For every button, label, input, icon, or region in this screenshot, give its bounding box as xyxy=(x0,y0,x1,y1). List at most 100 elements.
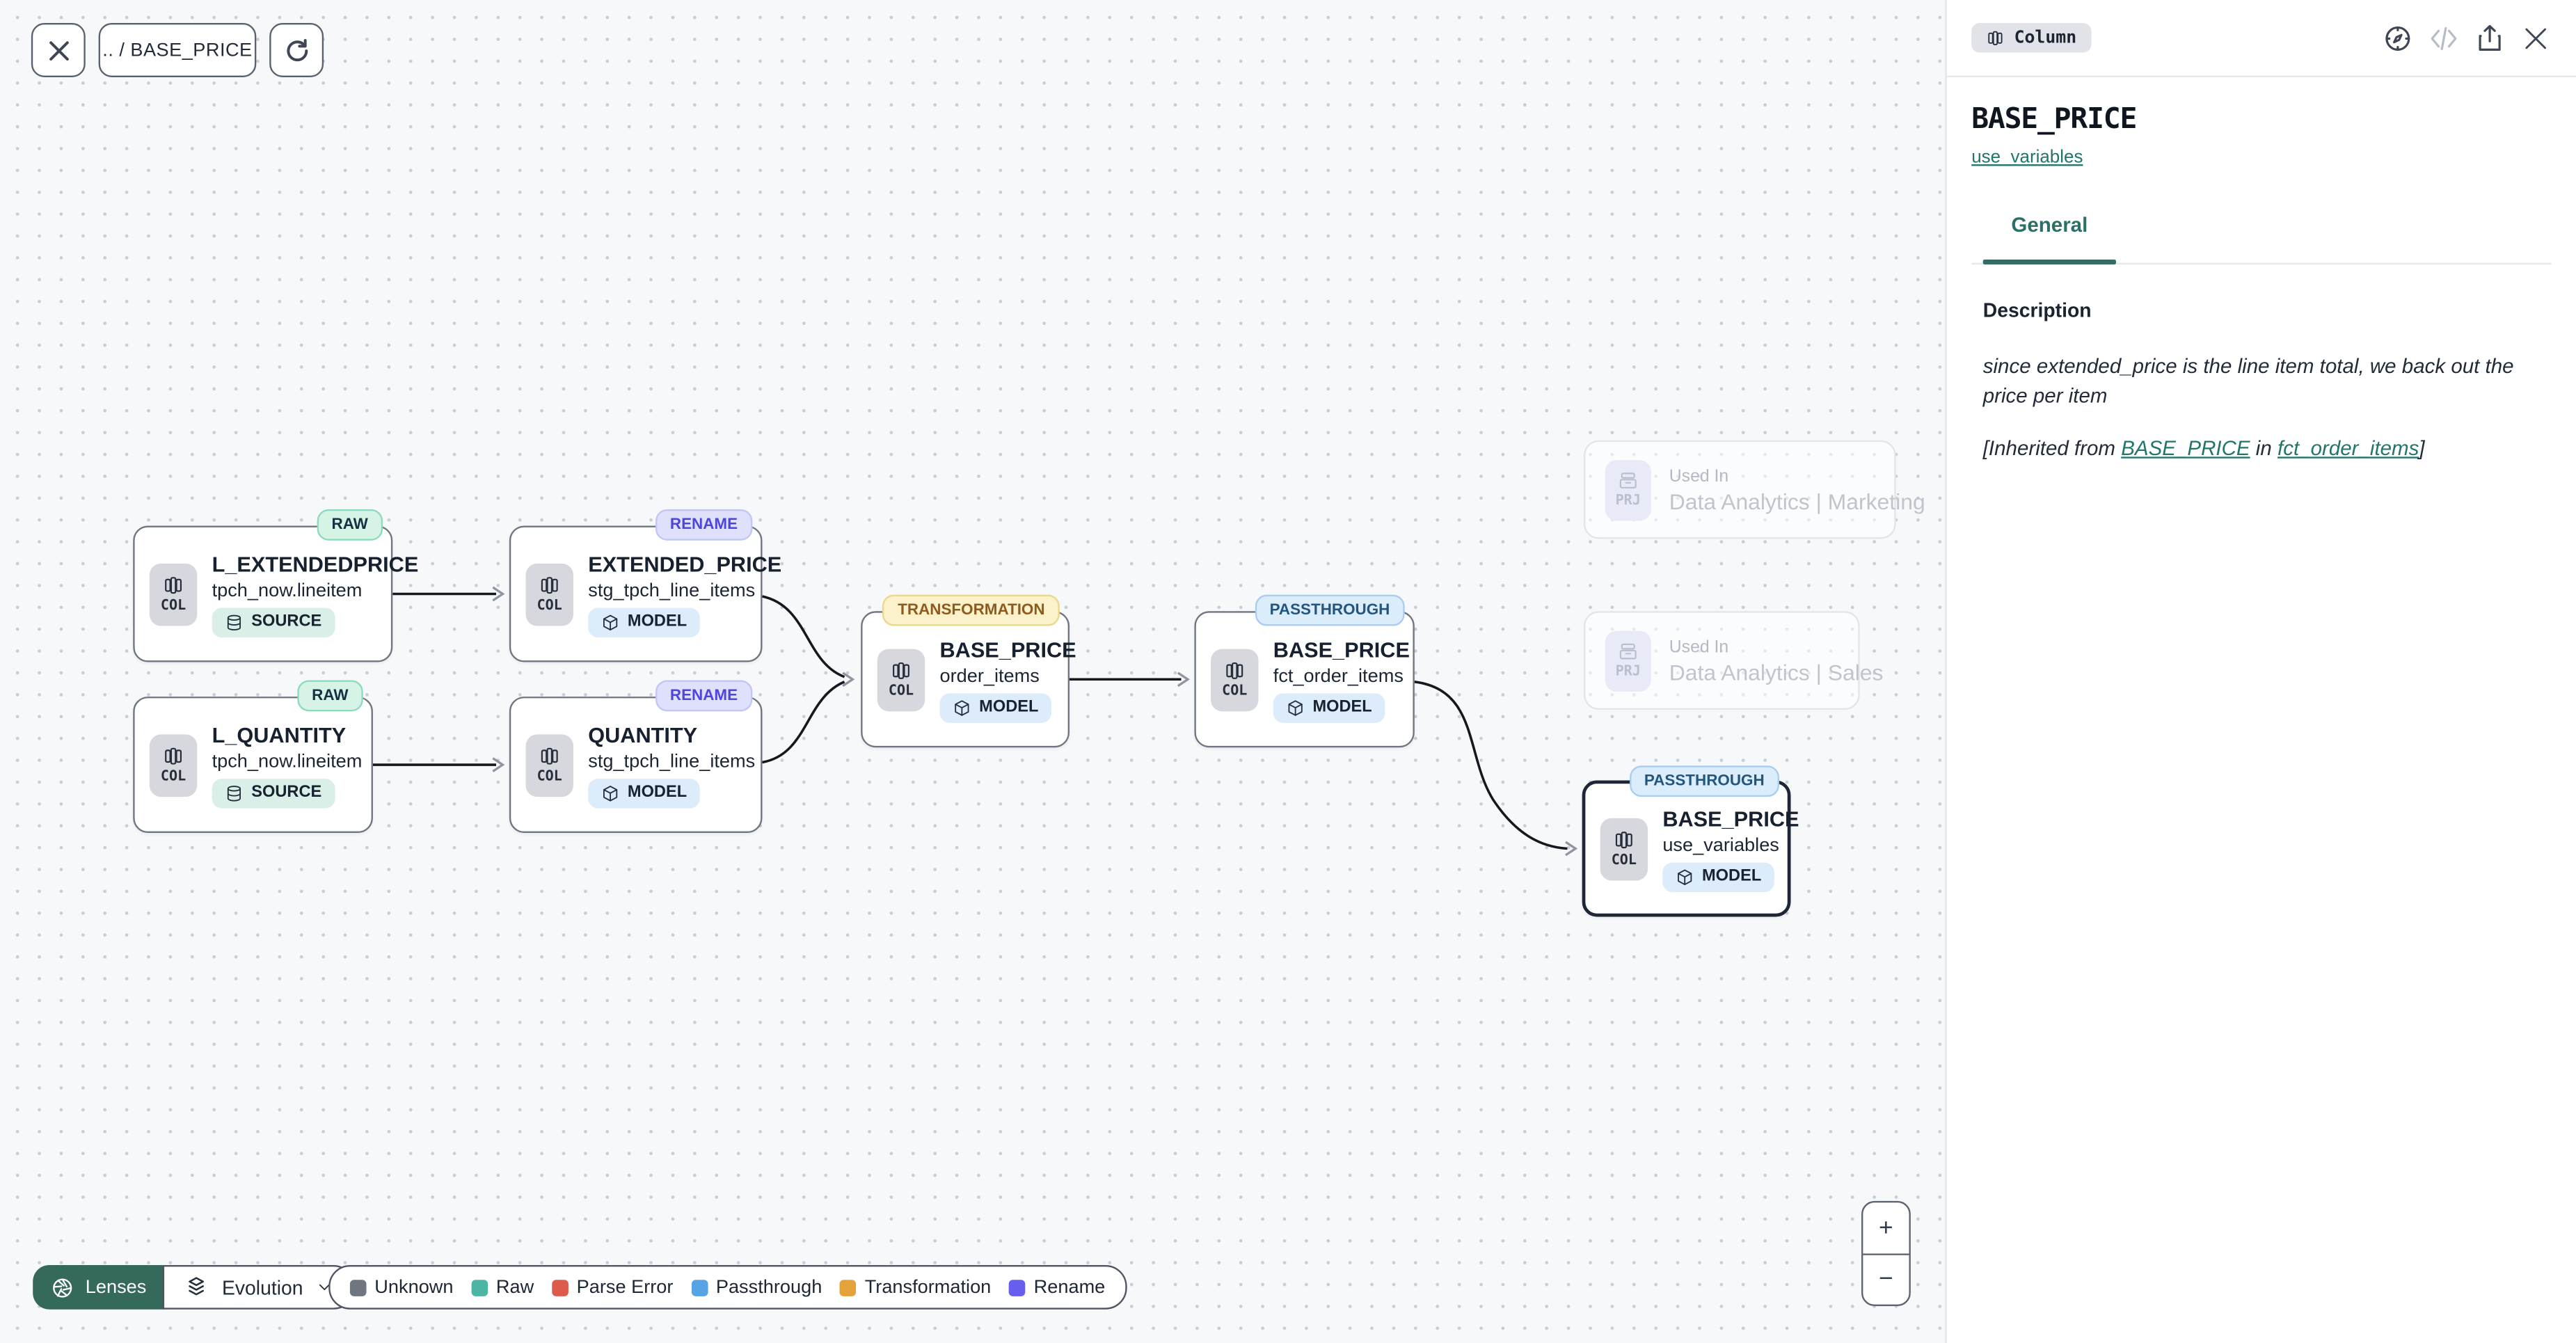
node-subtitle: tpch_now.lineitem xyxy=(212,580,363,601)
node-title: QUANTITY xyxy=(588,722,698,747)
lens-select-evolution[interactable]: Evolution xyxy=(162,1264,356,1310)
used-in-label: Used In xyxy=(1669,636,1729,657)
refresh-button[interactable] xyxy=(269,23,324,77)
node-status-badge: RENAME xyxy=(655,680,753,712)
node-l-extendedprice[interactable]: RAW COL L_EXTENDEDPRICE tpch_now.lineite… xyxy=(133,509,418,662)
column-type-icon: COL xyxy=(1600,817,1648,880)
close-icon xyxy=(49,40,68,60)
model-link[interactable]: use_variables xyxy=(1971,148,2083,168)
inherited-column-link[interactable]: BASE_PRICE xyxy=(2121,437,2250,461)
node-l-quantity[interactable]: RAW COL L_QUANTITY tpch_now.lineitem SOU… xyxy=(133,680,373,834)
database-icon xyxy=(227,784,241,801)
node-title: BASE_PRICE xyxy=(1662,806,1799,831)
columns-icon xyxy=(541,577,558,594)
legend-item-rename: Rename xyxy=(1009,1278,1105,1297)
share-button[interactable] xyxy=(2472,22,2505,54)
node-subtitle: stg_tpch_line_items xyxy=(588,580,756,601)
columns-icon xyxy=(1226,662,1243,679)
column-type-icon: COL xyxy=(525,562,573,626)
aperture-icon xyxy=(53,1278,72,1297)
breadcrumb[interactable]: .. / BASE_PRICE xyxy=(98,23,257,77)
column-type-icon: COL xyxy=(525,733,573,796)
legend-swatch xyxy=(349,1279,367,1296)
columns-icon xyxy=(1988,31,2003,45)
node-status-badge: RAW xyxy=(296,680,363,712)
legend-swatch xyxy=(840,1279,857,1296)
legend-swatch xyxy=(552,1279,569,1296)
zoom-controls: + − xyxy=(1861,1200,1911,1306)
used-in-node-sales: PRJ Used In Data Analytics | Sales xyxy=(1584,611,1883,710)
details-panel: Column xyxy=(1945,0,2576,1343)
model-chip: MODEL xyxy=(939,692,1052,722)
columns-icon xyxy=(893,662,909,679)
source-chip: SOURCE xyxy=(212,777,335,808)
node-base-price-order-items[interactable]: TRANSFORMATION COL BASE_PRICE order_item… xyxy=(861,594,1076,748)
node-title: EXTENDED_PRICE xyxy=(588,551,782,576)
node-subtitle: stg_tpch_line_items xyxy=(588,752,756,772)
node-base-price-use-variables[interactable]: PASSTHROUGH COL BASE_PRICE use_variables… xyxy=(1582,765,1799,917)
legend-swatch xyxy=(1009,1279,1026,1296)
close-panel-button[interactable] xyxy=(2518,22,2551,54)
inherited-note: [Inherited from BASE_PRICE in fct_order_… xyxy=(1982,437,2425,461)
explore-button[interactable] xyxy=(2380,22,2413,54)
model-chip: MODEL xyxy=(588,607,701,637)
node-status-badge: PASSTHROUGH xyxy=(1629,765,1779,797)
used-in-name: Data Analytics | Sales xyxy=(1669,659,1884,685)
active-tab-indicator xyxy=(1982,260,2116,265)
node-subtitle: order_items xyxy=(939,666,1040,686)
node-title: BASE_PRICE xyxy=(1273,636,1410,662)
legend-item-unknown: Unknown xyxy=(349,1278,454,1297)
cube-icon xyxy=(1288,699,1303,715)
panel-tabs: General xyxy=(1971,213,2552,265)
node-extended-price[interactable]: RENAME COL EXTENDED_PRICE stg_tpch_line_… xyxy=(509,509,781,662)
close-lineage-button[interactable] xyxy=(31,23,86,77)
cube-icon xyxy=(955,699,969,715)
inherited-model-link[interactable]: fct_order_items xyxy=(2277,437,2419,461)
model-chip: MODEL xyxy=(1662,861,1775,891)
lenses-control: Lenses Evolution xyxy=(33,1264,356,1310)
node-status-badge: RAW xyxy=(317,509,383,541)
node-subtitle: use_variables xyxy=(1662,835,1779,855)
edge-extendedprice-baseprice xyxy=(762,595,845,678)
node-title: L_QUANTITY xyxy=(212,722,347,747)
archive-icon xyxy=(1619,643,1637,660)
project-icon: PRJ xyxy=(1605,459,1651,520)
node-title: L_EXTENDEDPRICE xyxy=(212,551,419,576)
used-in-label: Used In xyxy=(1669,466,1729,486)
column-type-icon: COL xyxy=(149,733,198,796)
node-status-badge: RENAME xyxy=(655,509,753,541)
column-type-icon: COL xyxy=(149,562,198,626)
lens-legend: Unknown Raw Parse Error Passthrough Tran… xyxy=(328,1264,1127,1310)
code-icon xyxy=(2430,26,2456,49)
close-icon xyxy=(2525,27,2545,49)
model-chip: MODEL xyxy=(588,777,701,808)
columns-icon xyxy=(541,747,558,765)
entity-type-badge: Column xyxy=(1971,23,2092,53)
columns-icon xyxy=(165,577,182,594)
legend-item-passthrough: Passthrough xyxy=(691,1278,822,1297)
share-icon xyxy=(2478,24,2500,50)
cube-icon xyxy=(603,784,618,801)
columns-icon xyxy=(165,747,182,765)
node-quantity[interactable]: RENAME COL QUANTITY stg_tpch_line_items … xyxy=(509,680,763,834)
zoom-out-button[interactable]: − xyxy=(1879,1265,1893,1294)
lenses-button[interactable]: Lenses xyxy=(33,1264,165,1310)
zoom-in-button[interactable]: + xyxy=(1863,1202,1909,1255)
node-status-badge: PASSTHROUGH xyxy=(1255,594,1405,626)
columns-icon xyxy=(1615,832,1632,849)
source-chip: SOURCE xyxy=(212,607,335,637)
code-view-button[interactable] xyxy=(2426,22,2459,54)
project-icon: PRJ xyxy=(1605,630,1651,691)
tab-general[interactable]: General xyxy=(2011,213,2088,237)
chevron-down-icon xyxy=(319,1284,331,1291)
model-chip: MODEL xyxy=(1273,692,1385,722)
archive-icon xyxy=(1619,472,1637,488)
description-heading: Description xyxy=(1982,299,2092,322)
used-in-node-marketing: PRJ Used In Data Analytics | Marketing xyxy=(1584,440,1925,539)
layers-icon xyxy=(189,1277,205,1296)
breadcrumb-label: .. / BASE_PRICE xyxy=(102,40,253,61)
column-type-icon: COL xyxy=(1211,648,1259,711)
legend-swatch xyxy=(471,1279,488,1296)
node-base-price-fct-order-items[interactable]: PASSTHROUGH COL BASE_PRICE fct_order_ite… xyxy=(1194,594,1415,748)
